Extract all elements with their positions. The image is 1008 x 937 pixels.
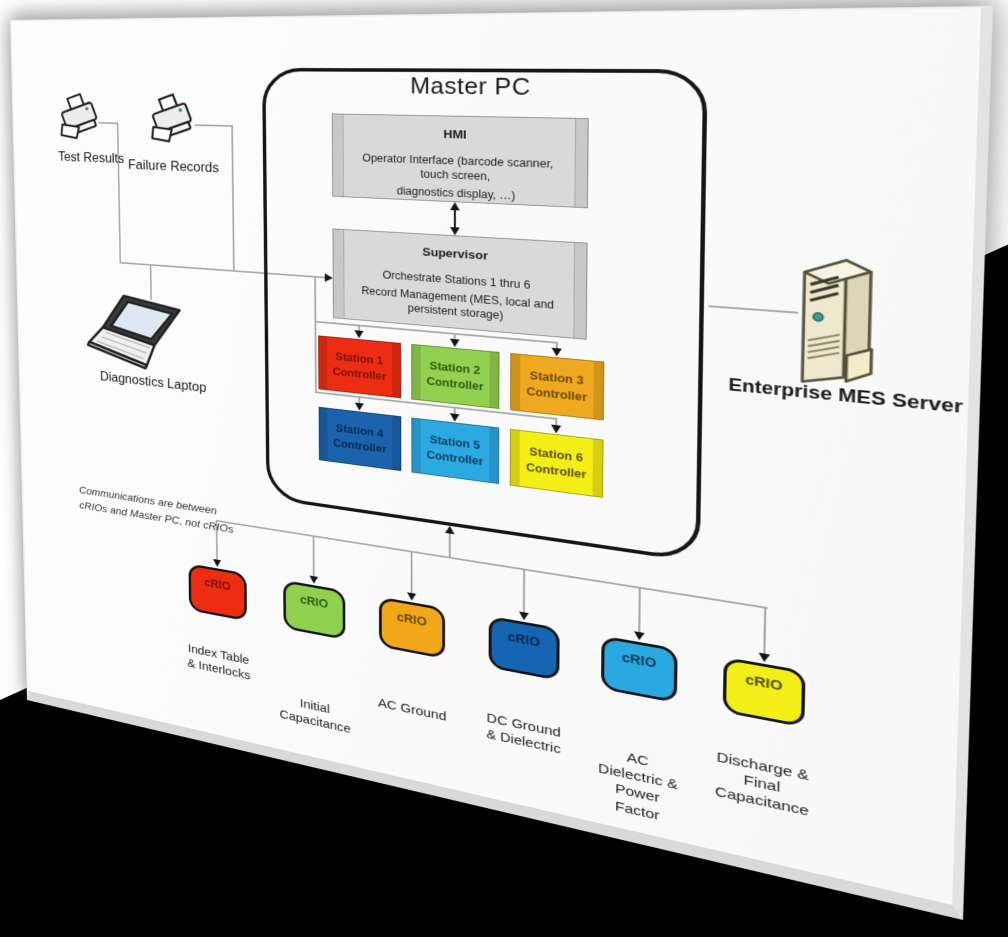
arrow-station-1 <box>354 330 364 339</box>
crio-discharge: cRIO <box>722 656 806 728</box>
communications-note: Communications are between cRIOs and Mas… <box>78 483 234 536</box>
wire-laptop-v <box>149 264 152 301</box>
wire-server <box>708 305 799 314</box>
arrow-station-4 <box>354 402 364 412</box>
wire-test-results-v <box>116 122 122 264</box>
crio-index-table: cRIO <box>188 563 248 622</box>
hmi-title: HMI <box>443 127 467 142</box>
failure-records-label: Failure Records <box>128 158 219 176</box>
laptop-icon <box>79 290 206 377</box>
hmi-box: HMI Operator Interface (barcode scanner,… <box>331 113 589 209</box>
drop-crio-3 <box>410 550 413 595</box>
printer-icon <box>146 92 197 146</box>
arrow-crio-1 <box>213 558 222 568</box>
arrow-crio-3 <box>407 592 417 602</box>
drop-crio-5 <box>638 586 641 635</box>
arrow-up-hmi <box>450 201 460 211</box>
arrow-crio-5 <box>633 631 645 642</box>
hmi-line1: Operator Interface (barcode scanner, tou… <box>362 151 554 184</box>
drop-crio-2 <box>312 535 315 579</box>
drop-crio-6 <box>763 606 767 656</box>
arrow-crio-2 <box>309 575 319 585</box>
crio-dc-ground: cRIO <box>488 615 560 681</box>
wire-failure-records-h <box>194 124 233 127</box>
printer-icon <box>56 93 102 142</box>
wire-failure-records-v <box>231 125 235 272</box>
caption-index-table: Index Table & Interlocks <box>187 641 251 683</box>
crio-initial-capacitance: cRIO <box>283 579 346 641</box>
arrow-station-3 <box>551 347 562 357</box>
arrow-station-2 <box>449 338 460 348</box>
drop-crio-4 <box>522 568 526 615</box>
arrow-crio-6 <box>758 652 771 663</box>
arrow-station-5 <box>449 413 460 423</box>
arrow-into-masterpc <box>445 525 455 535</box>
diagram-sheet: Master PC HMI Operator Interface (barcod… <box>10 6 993 921</box>
crio-ac-ground: cRIO <box>378 596 446 660</box>
arrow-crio-4 <box>518 611 529 622</box>
crio-ac-dielectric: cRIO <box>600 635 678 704</box>
arrow-station-6 <box>551 424 562 434</box>
supervisor-title: Supervisor <box>422 244 488 263</box>
